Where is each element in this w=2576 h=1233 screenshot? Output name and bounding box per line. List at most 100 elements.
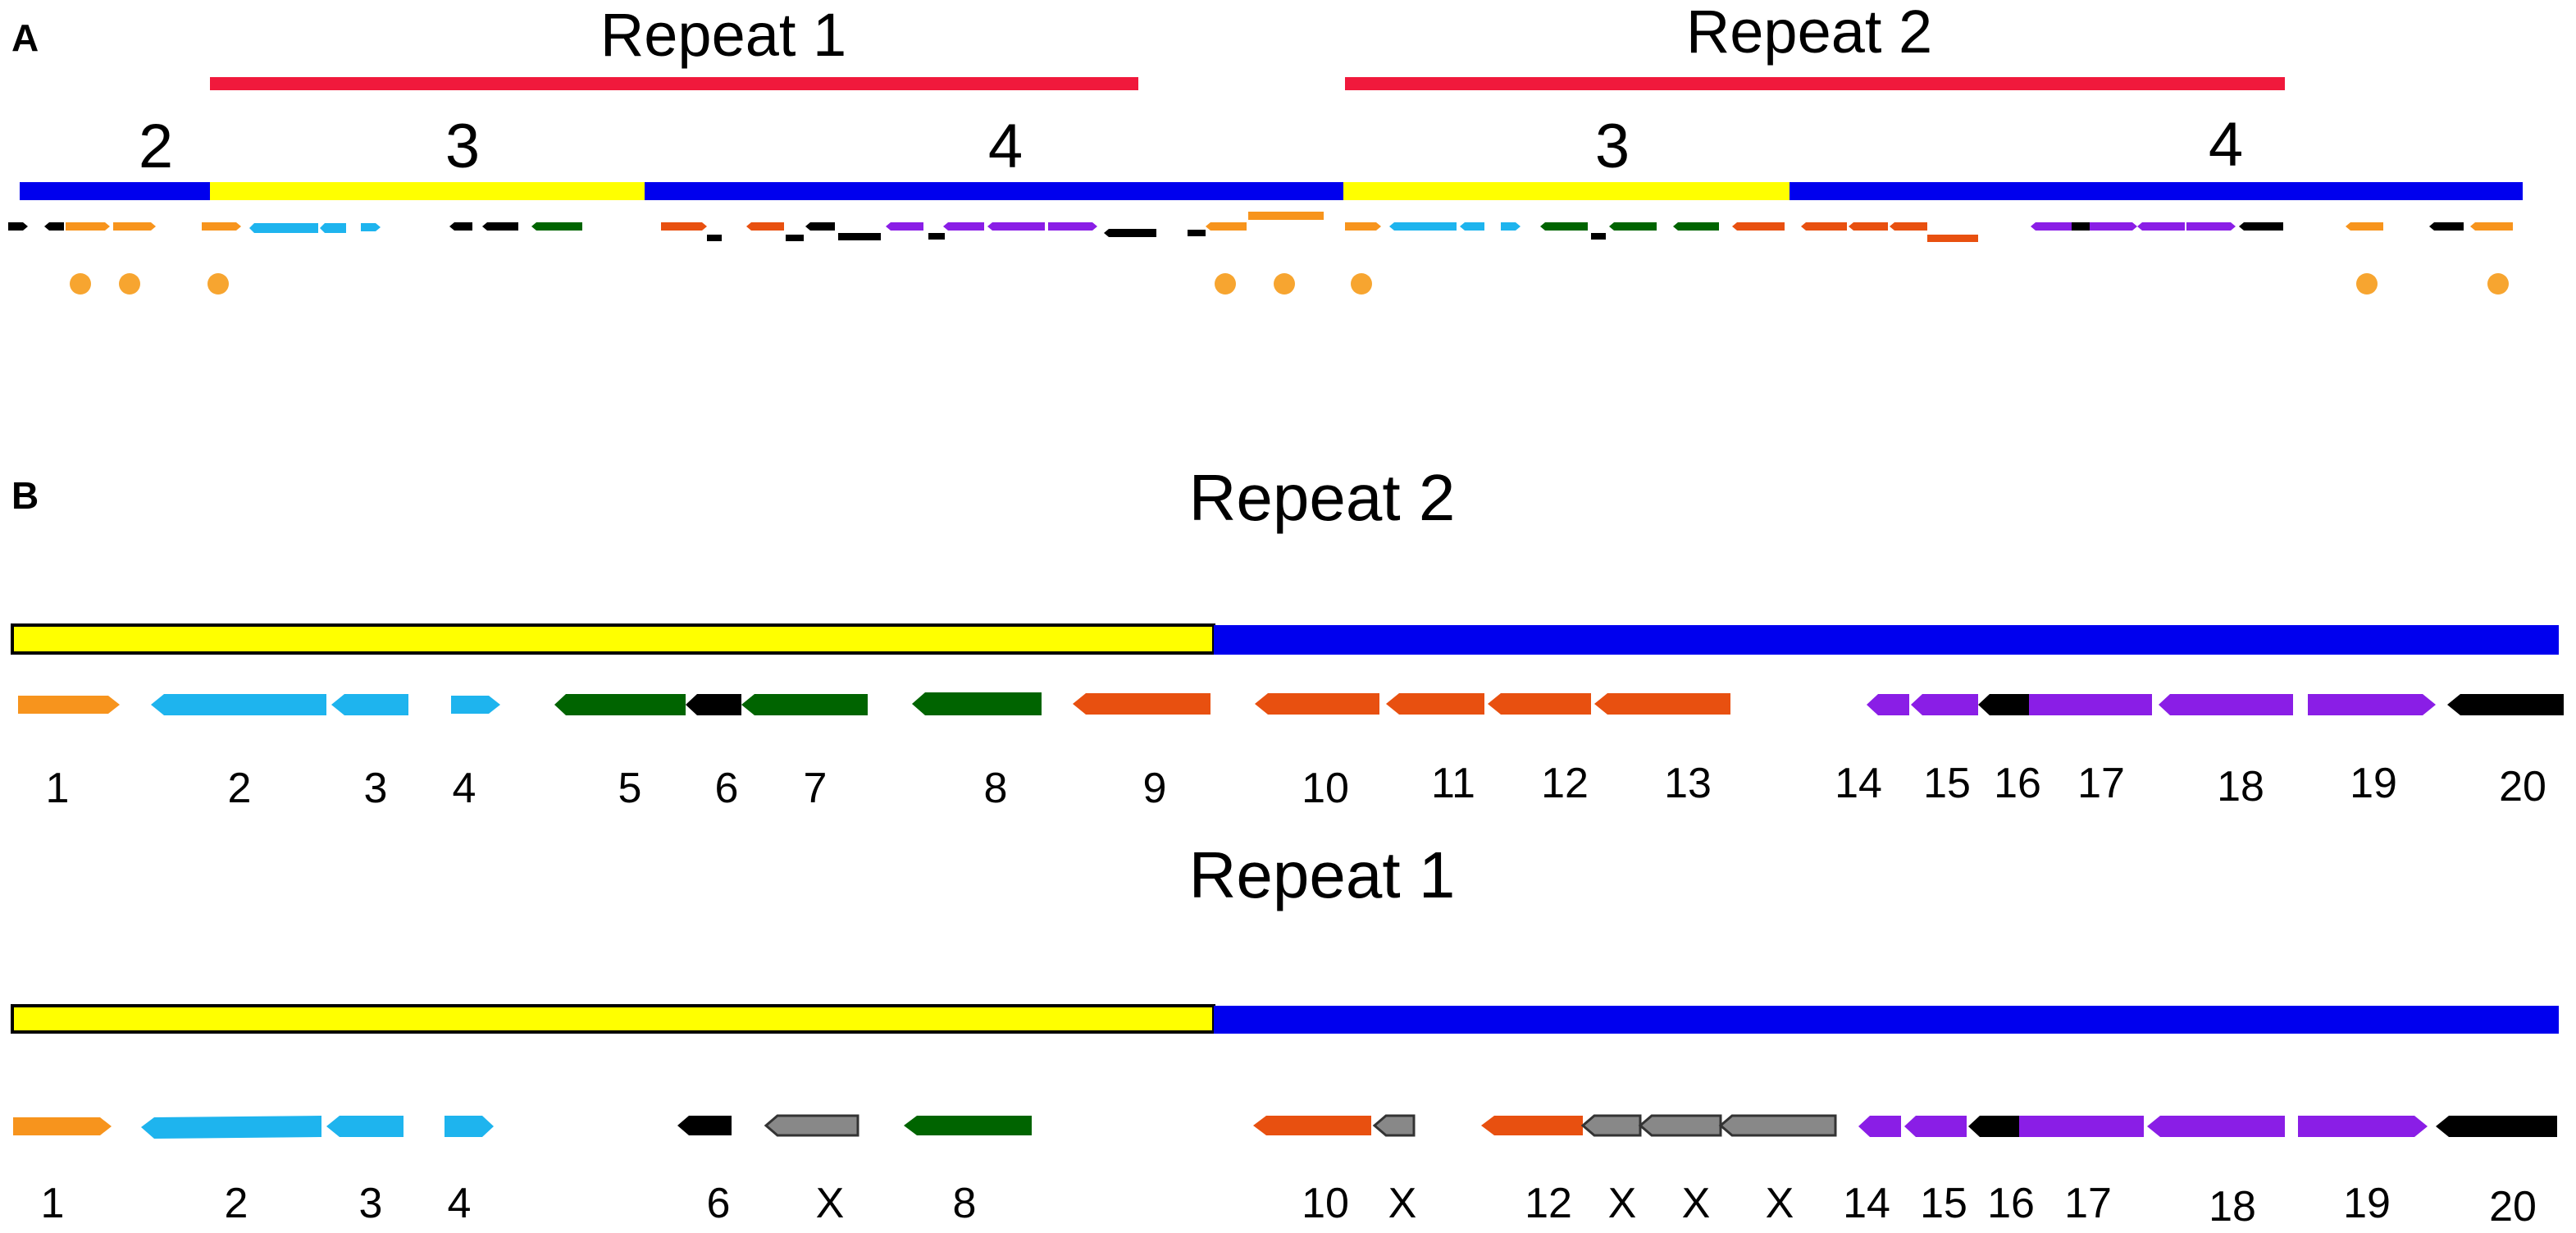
panel-b: B Repeat 2 1 [11, 461, 2564, 1231]
gene-3 [326, 1116, 403, 1137]
gene-arrow [449, 222, 472, 231]
gene-arrow [1460, 222, 1484, 231]
gene-label: 8 [953, 1180, 977, 1227]
marker-dot [1215, 273, 1236, 295]
gene-1 [18, 696, 120, 714]
marker-dot [2356, 273, 2378, 295]
gene-arrow [2239, 222, 2283, 231]
gene-label: 18 [2217, 763, 2264, 811]
gene-label: 14 [1843, 1180, 1890, 1227]
segment-label: 3 [1595, 112, 1630, 181]
segment-label: 2 [139, 112, 173, 181]
gene-label: 14 [1835, 760, 1882, 807]
gene-arrow [1591, 233, 1606, 240]
gene-arrow [1188, 230, 1206, 236]
gene-arrow [1927, 235, 1978, 242]
gene-arrow [1890, 222, 1927, 231]
gene-label: 6 [707, 1180, 731, 1227]
repeat-2-bar [1345, 77, 2285, 90]
gene-6 [677, 1116, 732, 1135]
gene-label: 3 [359, 1180, 383, 1227]
gene-label: 4 [453, 765, 476, 812]
gene-4 [451, 696, 500, 714]
gene-7 [741, 694, 868, 715]
region-4-repeat-2 [1790, 182, 2523, 200]
gene-label: 10 [1302, 1180, 1349, 1227]
gene-10 [1255, 693, 1379, 715]
segment-label: 3 [445, 112, 480, 181]
gene-label: 19 [2350, 760, 2397, 807]
gene-5 [554, 694, 686, 715]
gene-arrow [1540, 222, 1588, 231]
gene-16 [1978, 694, 2029, 715]
gene-arrow [66, 222, 110, 231]
gene-label: 17 [2064, 1180, 2112, 1227]
gene-label: 16 [1994, 760, 2041, 807]
gene-label: 13 [1664, 760, 1712, 807]
gene-20 [2447, 694, 2564, 715]
repeat-2-title-b: Repeat 2 [1189, 461, 1456, 534]
gene-label: X [1766, 1180, 1794, 1227]
gene-label: 15 [1920, 1180, 1967, 1227]
gene-label: 20 [2499, 763, 2546, 811]
repeat-1-title-a: Repeat 1 [600, 1, 846, 69]
gene-4 [445, 1116, 494, 1137]
gene-label: X [1388, 1180, 1417, 1227]
gene-arrow [249, 223, 318, 233]
gene-label: 7 [804, 765, 828, 812]
gene-label: 15 [1923, 760, 1971, 807]
gene-arrow [886, 222, 923, 231]
gene-arrow [113, 222, 156, 231]
gene-arrow [805, 222, 835, 231]
repeat-2-genes [18, 692, 2564, 715]
gene-label: 11 [1431, 760, 1475, 807]
gene-14 [1867, 694, 1909, 715]
marker-dots [70, 273, 2509, 295]
overview-genes [8, 212, 2513, 242]
gene-label: 1 [41, 1180, 65, 1227]
gene-arrow [2346, 222, 2383, 231]
gene-arrow [838, 233, 881, 240]
gene-label: 1 [46, 765, 70, 812]
gene-12 [1488, 693, 1591, 715]
gene-9 [1073, 693, 1210, 715]
gene-label: 6 [715, 765, 739, 812]
gene-arrow [661, 222, 707, 231]
gene-arrow [987, 222, 1045, 231]
gene-label: 12 [1541, 760, 1589, 807]
repeat-1-title-b: Repeat 1 [1189, 838, 1456, 911]
gene-arrow [2186, 222, 2236, 231]
segment-label: 4 [2209, 110, 2243, 180]
gene-arrow [2470, 222, 2513, 231]
gene-label: 5 [618, 765, 642, 812]
gene-x [1372, 1114, 1416, 1137]
gene-10 [1253, 1116, 1371, 1135]
gene-label: 12 [1525, 1180, 1572, 1227]
gene-arrow [786, 235, 804, 241]
gene-2 [141, 1116, 321, 1139]
gene-arrow [943, 222, 984, 231]
gene-x [1580, 1114, 1642, 1137]
gene-2 [151, 694, 326, 715]
gene-arrow [482, 222, 518, 231]
gene-17 [2019, 1116, 2144, 1137]
panel-b-label: B [11, 474, 39, 517]
gene-arrow [707, 235, 722, 241]
marker-dot [1274, 273, 1295, 295]
gene-label: 16 [1987, 1180, 2035, 1227]
gene-arrow [1048, 222, 1097, 231]
gene-arrow [1673, 222, 1719, 231]
repeat-2-title-a: Repeat 2 [1686, 0, 1932, 66]
gene-label: X [1608, 1180, 1637, 1227]
gene-6 [686, 694, 741, 715]
gene-arrow [2429, 222, 2464, 231]
gene-arrow [531, 222, 582, 231]
gene-15 [1904, 1116, 1967, 1137]
panel-a-label: A [11, 16, 39, 59]
gene-x [1718, 1114, 1837, 1137]
gene-arrow [1801, 222, 1847, 231]
gene-20 [2436, 1116, 2557, 1137]
gene-label: 18 [2209, 1183, 2256, 1231]
gene-arrow [8, 222, 28, 231]
repeat-1-blue-region [1214, 1006, 2559, 1034]
